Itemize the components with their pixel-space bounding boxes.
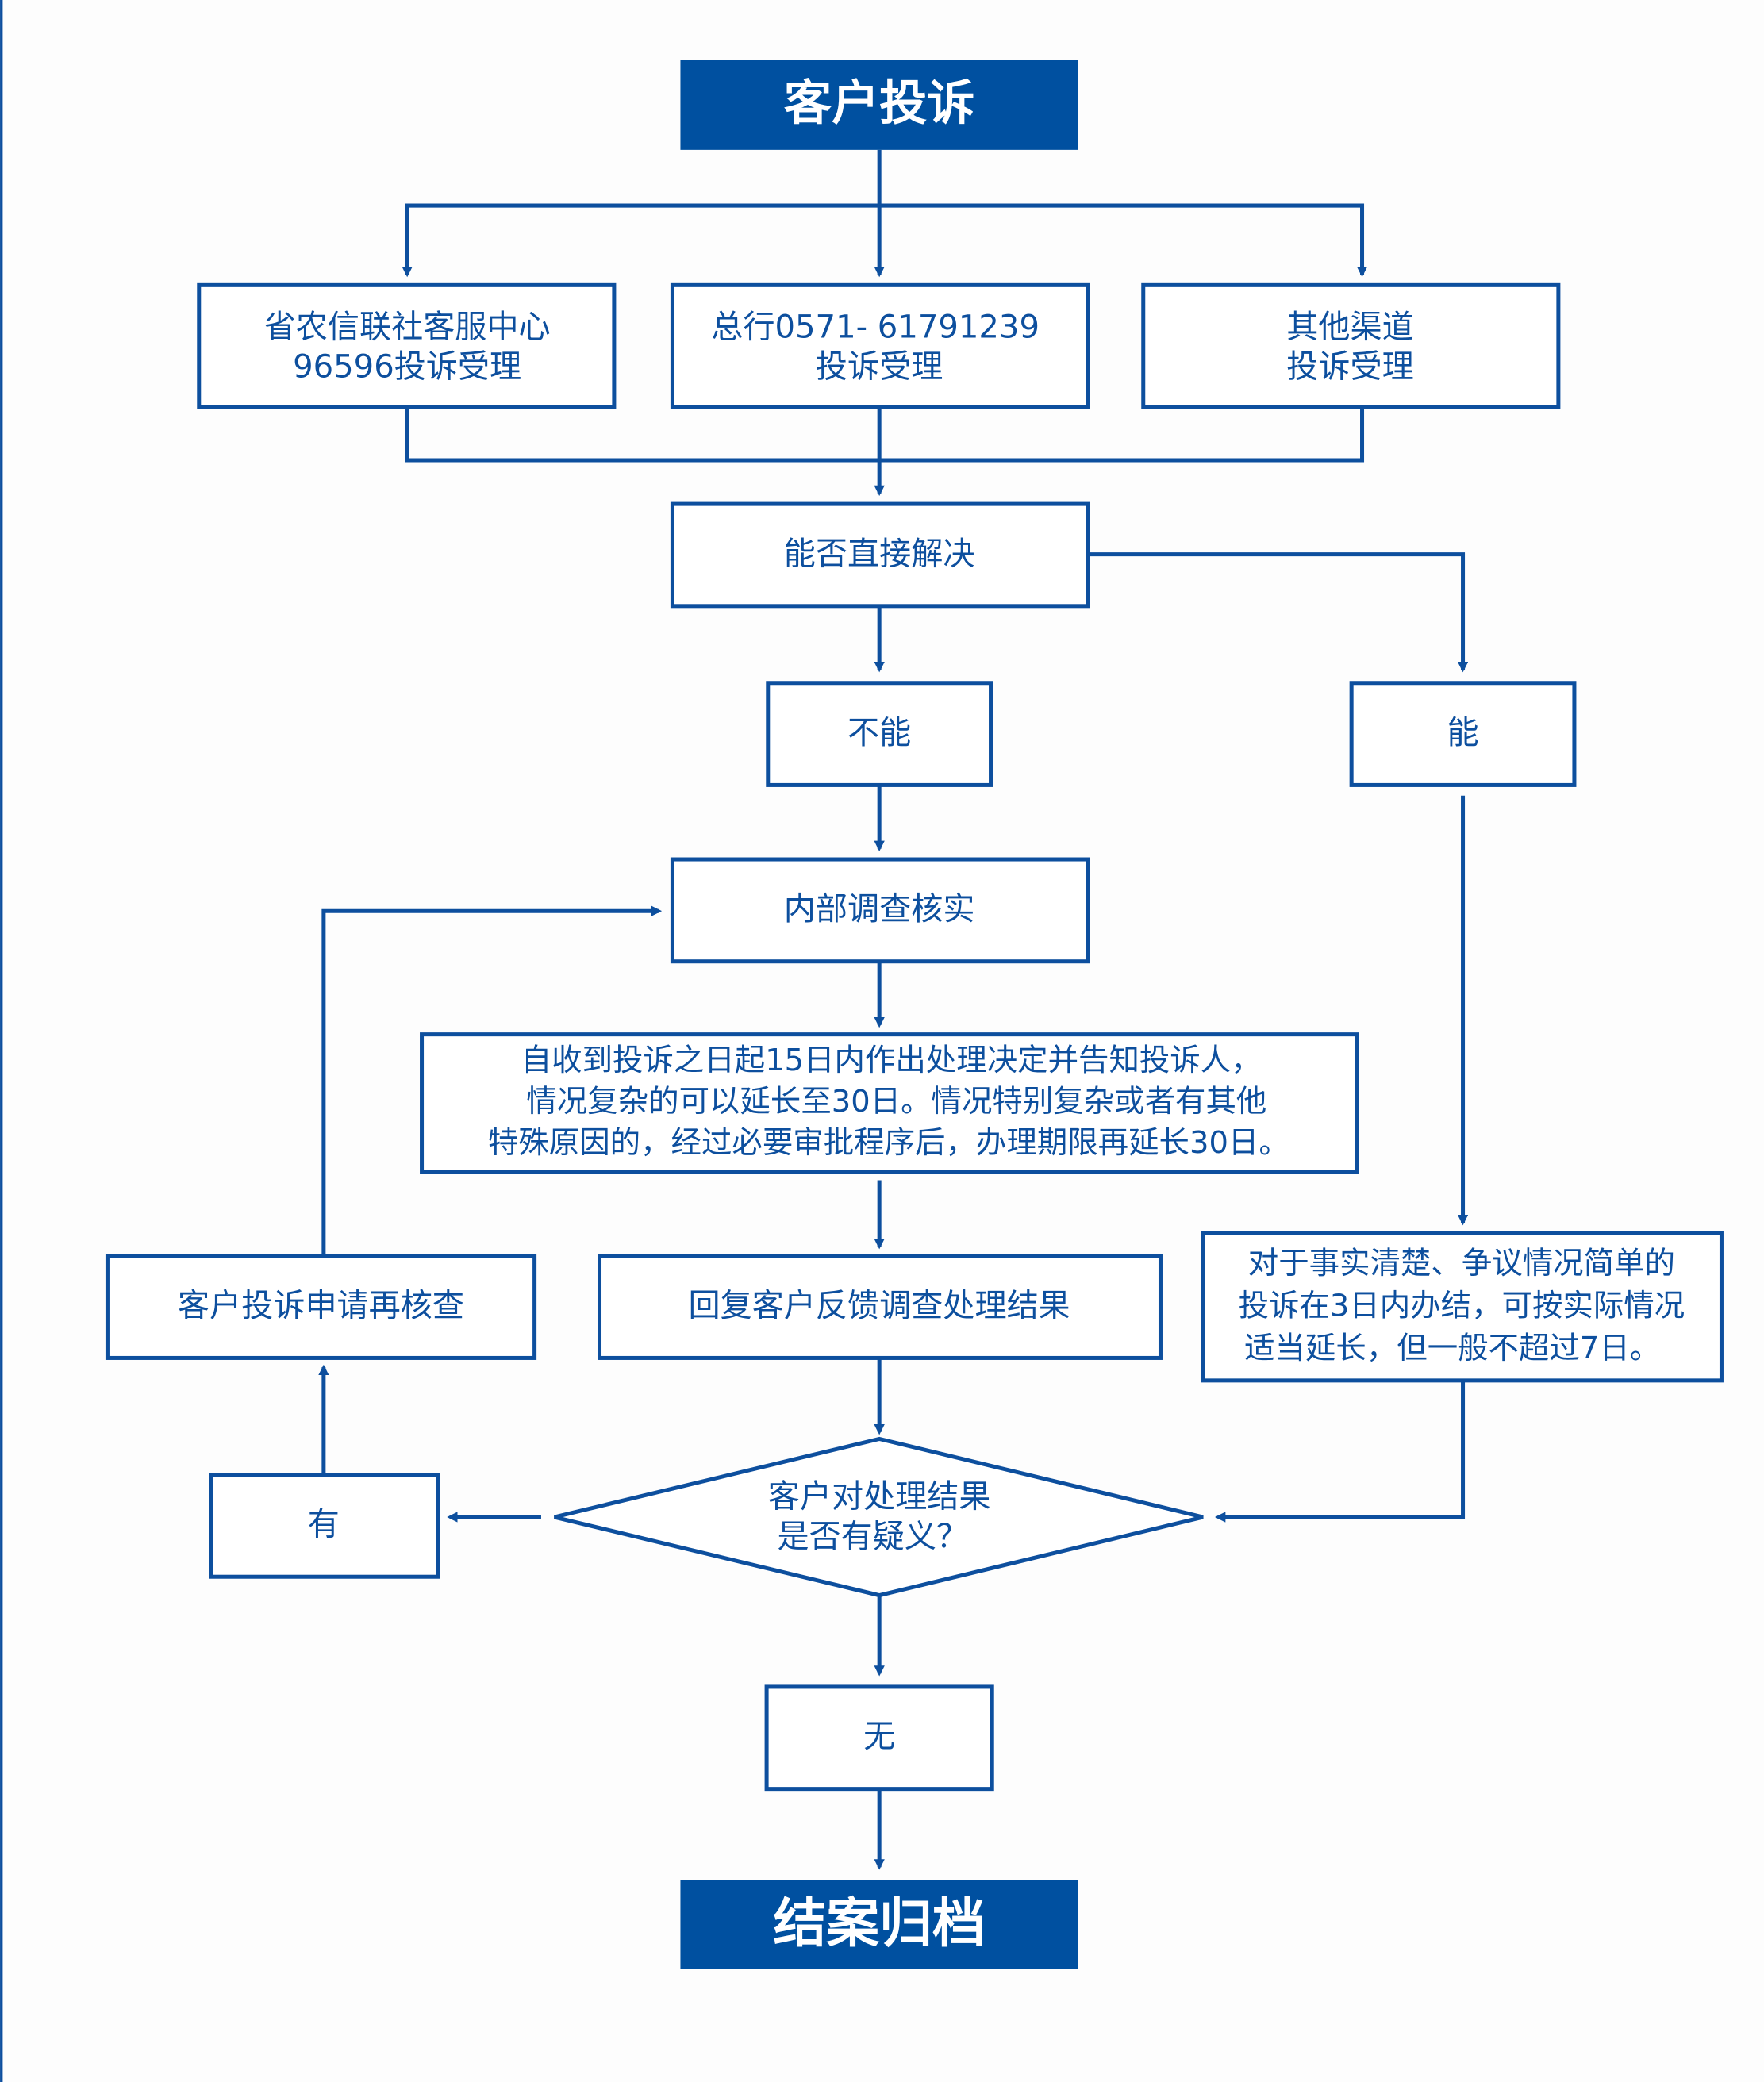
- start-node: 客户投诉: [680, 60, 1078, 150]
- can-label: 能: [1447, 715, 1478, 751]
- deadline-line3: 特殊原因的，经过必要审批程序后，办理期限再延长30日。: [488, 1125, 1289, 1161]
- decision-direct-node: 能否直接解决: [670, 501, 1090, 609]
- channel-headquarters-line1: 总行0571- 61791239: [711, 309, 1040, 345]
- channel-other-line2: 投诉受理: [1286, 349, 1413, 386]
- channel-headquarters: 总行0571- 61791239 投诉受理: [670, 282, 1090, 409]
- channel-provincial-line1: 省农信联社客服中心: [264, 309, 551, 345]
- investigate-node: 内部调查核实: [670, 857, 1090, 964]
- cannot-node: 不能: [766, 681, 993, 787]
- cannot-label: 不能: [847, 715, 911, 751]
- channel-headquarters-line2: 投诉受理: [816, 349, 943, 386]
- end-node: 结案归档: [680, 1880, 1078, 1969]
- reply-node: 回复客户反馈调查处理结果: [597, 1254, 1163, 1360]
- quick-resolve-line2: 投诉在3日内办结，可按实际情况: [1239, 1288, 1685, 1323]
- recheck-label: 客户投诉申请再核查: [178, 1288, 464, 1324]
- deadline-line2: 情况复杂的可以延长至30日。情况特别复杂或者有其他: [526, 1084, 1266, 1120]
- recheck-node: 客户投诉申请再核查: [105, 1254, 537, 1360]
- decision-direct-label: 能否直接解决: [784, 536, 975, 572]
- yes-label: 有: [308, 1507, 340, 1543]
- quick-resolve-line3: 适当延长，但一般不超过7日。: [1244, 1331, 1660, 1366]
- channel-other: 其他渠道 投诉受理: [1141, 282, 1561, 409]
- start-label: 客户投诉: [784, 75, 975, 131]
- channel-provincial: 省农信联社客服中心 96596投诉受理: [197, 282, 617, 409]
- connectors: [318, 149, 1469, 1870]
- quick-resolve-line1: 对于事实清楚、争议情况简单的: [1248, 1246, 1675, 1281]
- yes-node: 有: [209, 1473, 440, 1579]
- can-node: 能: [1349, 681, 1577, 787]
- deadline-line1: 自收到投诉之日起15日内作出处理决定并告知投诉人，: [521, 1043, 1262, 1078]
- no-node: 无: [764, 1684, 994, 1792]
- end-label: 结案归档: [773, 1892, 985, 1954]
- left-edge-line: [0, 0, 3, 2082]
- investigate-label: 内部调查核实: [784, 891, 975, 928]
- deadline-node: 自收到投诉之日起15日内作出处理决定并告知投诉人， 情况复杂的可以延长至30日。…: [420, 1032, 1359, 1174]
- quick-resolve-node: 对于事实清楚、争议情况简单的 投诉在3日内办结，可按实际情况 适当延长，但一般不…: [1201, 1231, 1724, 1383]
- question-diamond: 客户对处理结果 是否有疑义？: [554, 1436, 1204, 1598]
- question-line2: 是否有疑义？: [777, 1519, 968, 1555]
- channel-other-line1: 其他渠道: [1286, 309, 1413, 345]
- channel-provincial-line2: 96596投诉受理: [293, 349, 521, 386]
- reply-label: 回复客户反馈调查处理结果: [688, 1288, 1070, 1324]
- no-label: 无: [863, 1719, 895, 1755]
- question-line1: 客户对处理结果: [768, 1479, 991, 1515]
